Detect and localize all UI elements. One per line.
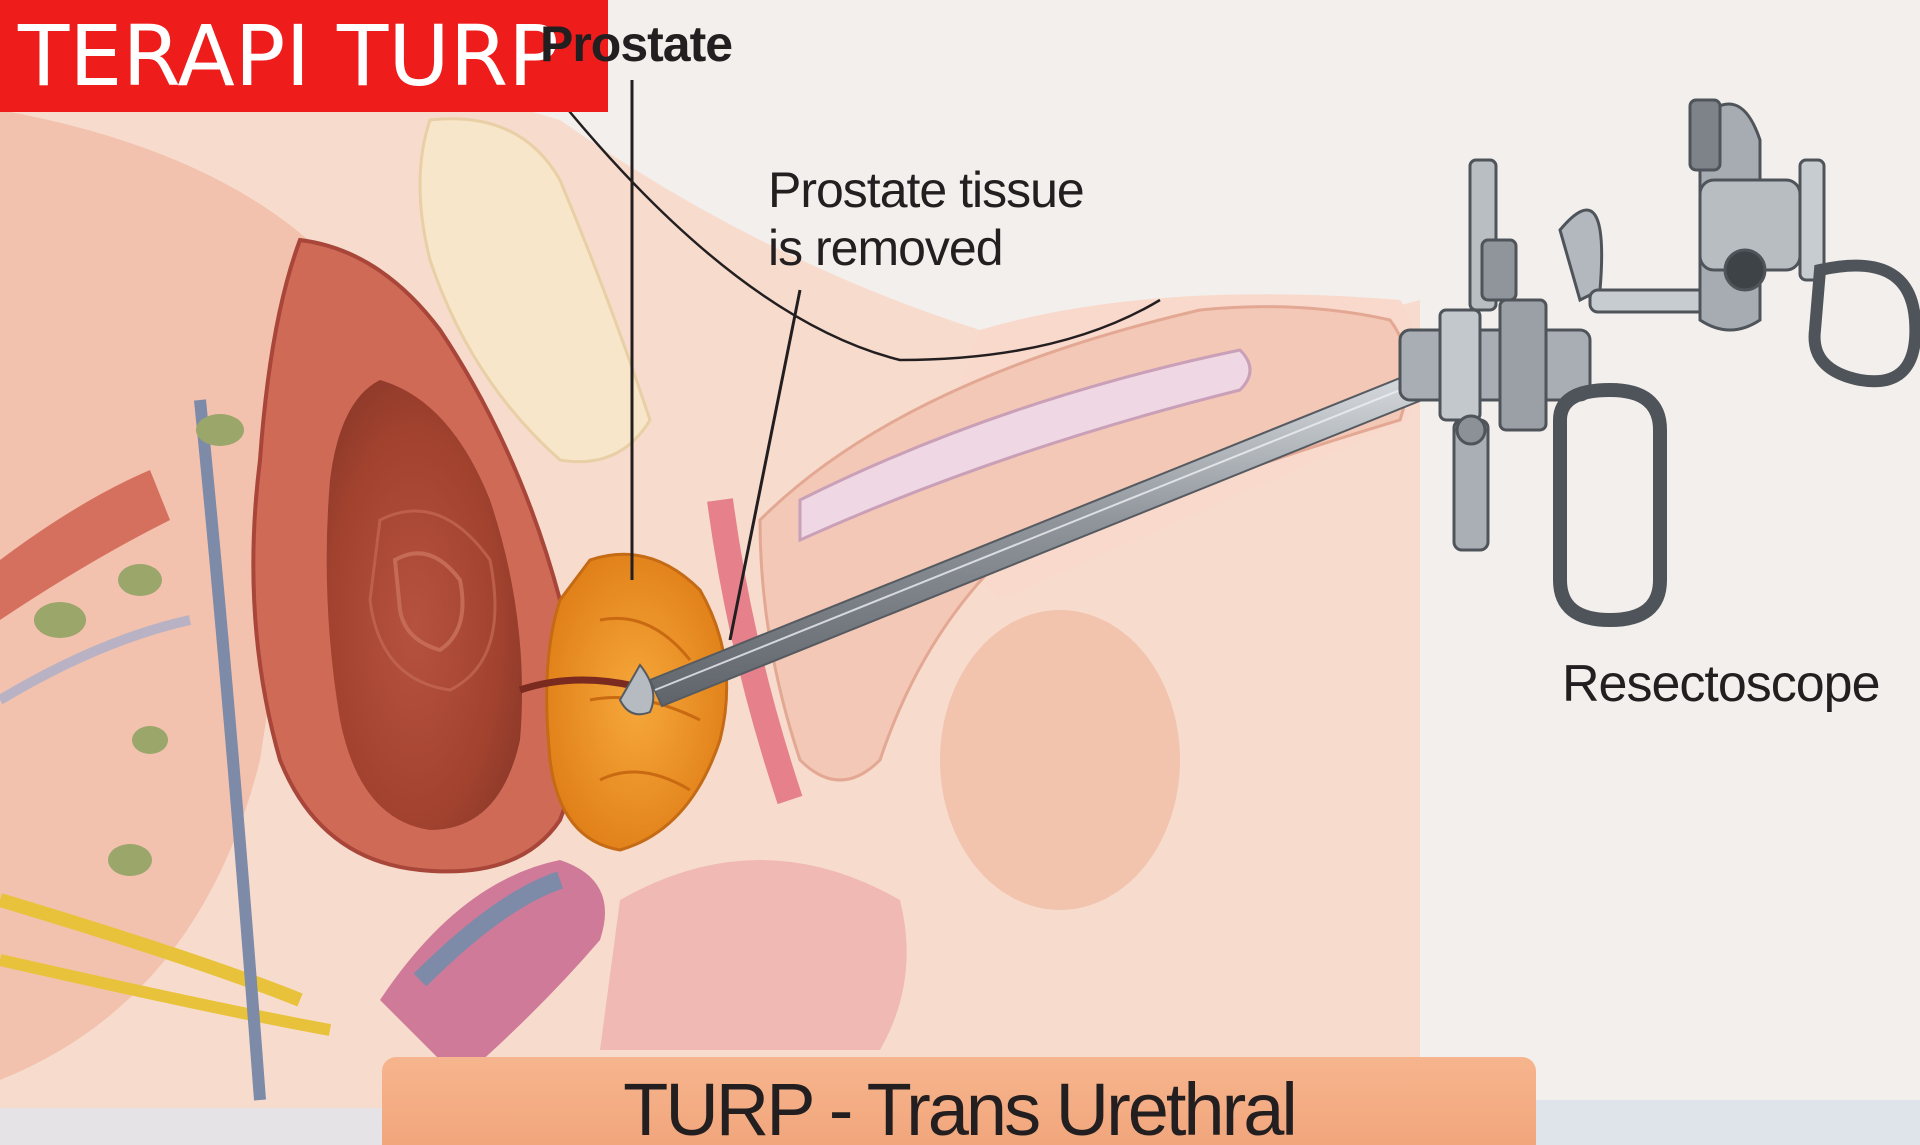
prostate-tissue-line-2: is removed (768, 220, 1084, 278)
caption-bar: TURP - Trans Urethral (382, 1057, 1536, 1145)
title-banner: TERAPI TURP (0, 0, 608, 112)
caption-text: TURP - Trans Urethral (623, 1067, 1295, 1145)
title-text: TERAPI TURP (18, 14, 559, 98)
prostate-tissue-line-1: Prostate tissue (768, 162, 1084, 220)
resectoscope-label: Resectoscope (1562, 655, 1880, 715)
prostate-tissue-label: Prostate tissue is removed (768, 162, 1084, 277)
prostate-label: Prostate (540, 16, 732, 74)
